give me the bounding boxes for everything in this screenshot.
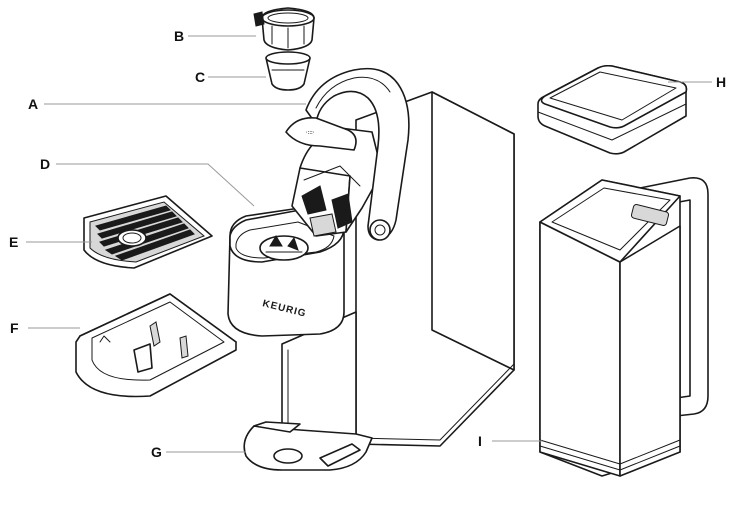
water-reservoir [539,177,709,477]
label-b: B [174,28,184,44]
leader-d [56,163,255,207]
part-labels: B C A D E F G H I [9,28,726,460]
label-a: A [28,96,38,112]
drip-tray-plate [83,195,213,269]
drip-tray [75,293,237,398]
brewer-handle: ·:::· [285,67,410,241]
brewer-body: KEURIG [227,91,515,471]
pod-holder-seat [259,235,309,261]
leader-lines [26,35,712,453]
label-e: E [9,234,18,250]
k-cup-holder-funnel [265,51,311,91]
label-i: I [478,433,482,449]
label-g: G [151,444,162,460]
grate-slots [95,205,195,261]
label-f: F [10,320,19,336]
k-cup-holder-top [253,7,315,51]
label-d: D [40,156,50,172]
reservoir-lid [537,64,688,155]
label-c: C [195,69,205,85]
handle-marking: ·:::· [306,130,315,136]
label-h: H [716,74,726,90]
